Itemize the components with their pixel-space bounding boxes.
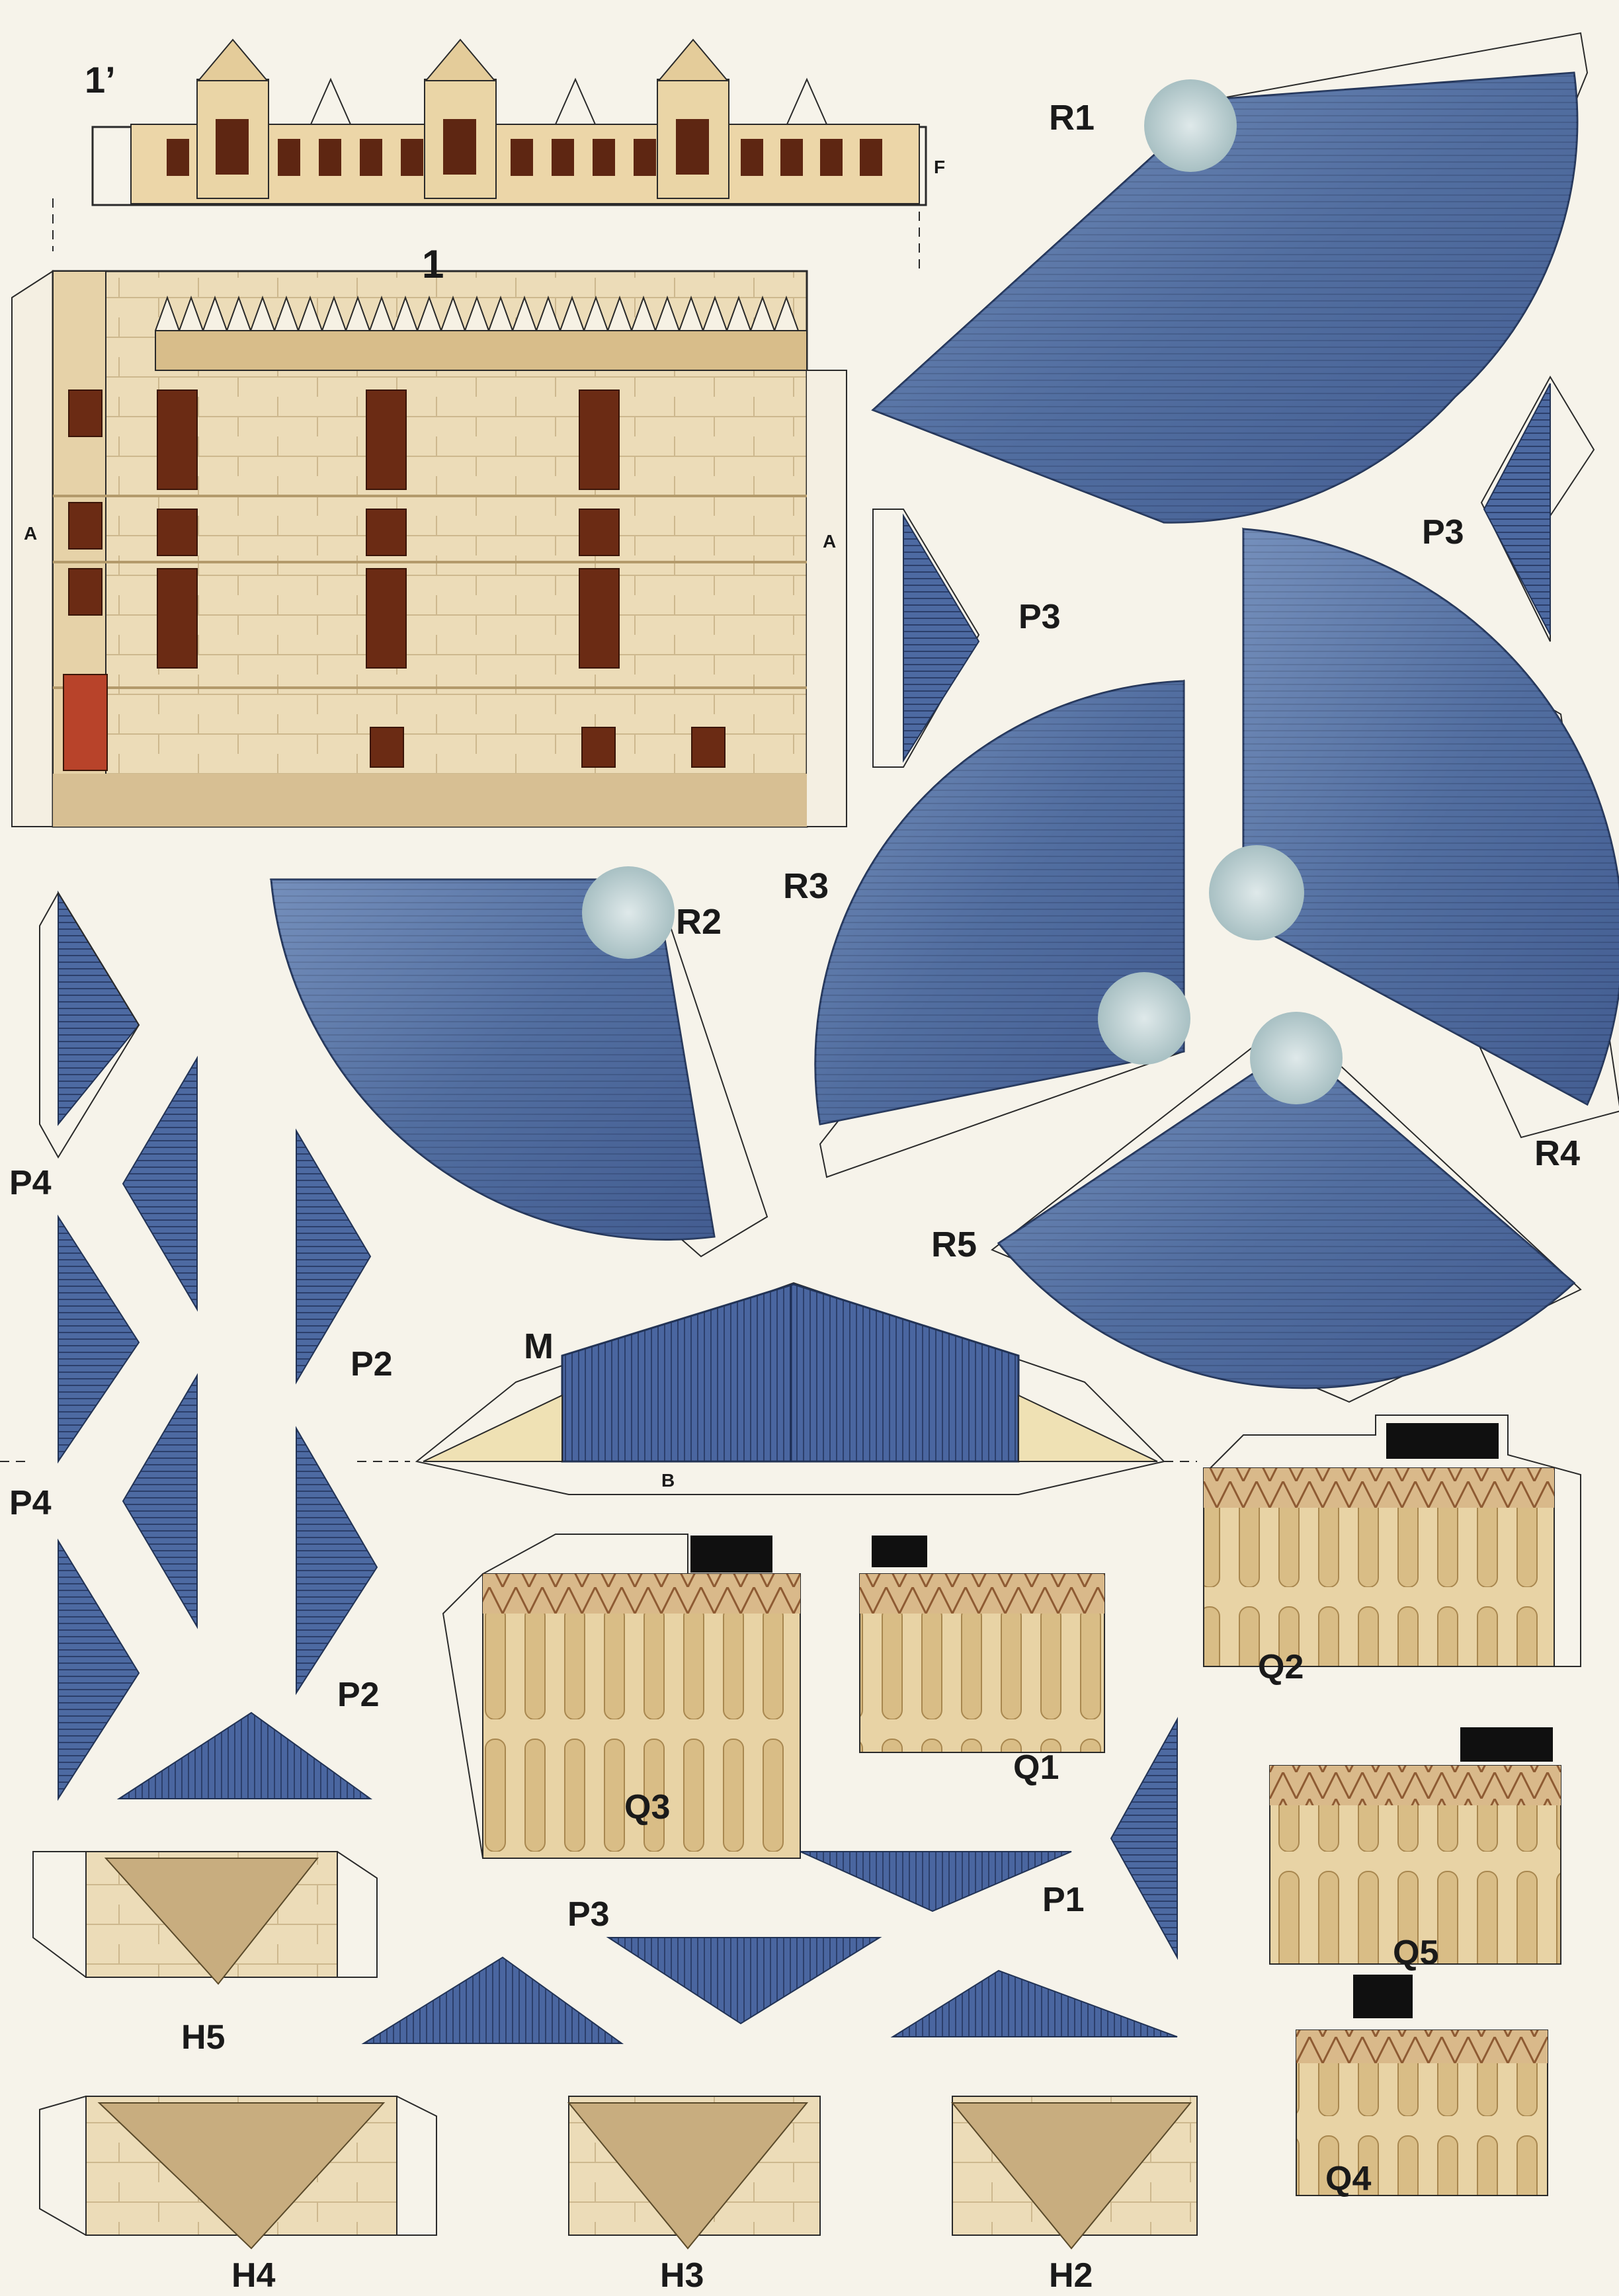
dormer-center — [424, 38, 497, 199]
q4-label: Q4 — [1325, 2160, 1371, 2198]
part-1-label: 1 — [422, 242, 444, 286]
q3-slot — [690, 1536, 772, 1573]
r2-label: R2 — [676, 902, 722, 942]
glue-mark-a-left: A — [24, 523, 37, 544]
h2-label: H2 — [1049, 2256, 1093, 2295]
wall-piece-q1[interactable]: Q1 — [859, 1536, 1105, 1787]
roof-piece-p2[interactable]: P2 P2 — [116, 1128, 393, 1799]
corbel-piece-h3[interactable]: H3 — [567, 2096, 821, 2295]
q5-label: Q5 — [1393, 1934, 1438, 1972]
p2-lower-label: P2 — [337, 1676, 380, 1714]
p2-upper-label: P2 — [351, 1345, 393, 1383]
corbel-piece-h5[interactable]: H5 — [32, 1851, 378, 2057]
roof-piece-p3-mid[interactable]: P3 — [872, 509, 1061, 768]
corbel-piece-h4[interactable]: H4 — [39, 2096, 437, 2295]
roof-piece-p1[interactable]: P1 — [800, 1717, 1178, 2037]
part-1-prime-strip[interactable]: 1’ F — [85, 38, 945, 206]
roof-piece-p3-right[interactable]: P3 — [1422, 375, 1595, 642]
roof-cone-r4[interactable]: R4 — [1209, 527, 1619, 1173]
dormer-right — [657, 38, 729, 199]
roof-piece-m[interactable]: M B — [415, 1282, 1165, 1495]
r5-label: R5 — [931, 1225, 977, 1264]
q1-slot — [872, 1536, 927, 1567]
wall-piece-q4[interactable]: Q4 — [1296, 1975, 1548, 2198]
wall-piece-q5[interactable]: Q5 — [1269, 1727, 1561, 1972]
p4-upper-label: P4 — [9, 1164, 52, 1202]
q2-label: Q2 — [1258, 1648, 1304, 1686]
q3-label: Q3 — [624, 1788, 670, 1826]
door — [63, 674, 108, 771]
glue-mark-b: B — [661, 1470, 675, 1491]
part-1-facade[interactable]: 1 A A — [11, 242, 847, 828]
r1-label: R1 — [1049, 98, 1095, 138]
q4-slot — [1353, 1975, 1413, 2018]
roof-cone-r5[interactable]: R5 — [931, 1012, 1582, 1403]
roof-piece-p3-bottom[interactable]: P3 — [361, 1895, 882, 2044]
wall-piece-q3[interactable]: Q3 — [442, 1534, 801, 1859]
h3-label: H3 — [660, 2256, 704, 2295]
part-1-prime-label: 1’ — [85, 59, 116, 101]
h4-label: H4 — [231, 2256, 276, 2295]
q1-label: Q1 — [1013, 1748, 1059, 1787]
wall-piece-q2[interactable]: Q2 — [1203, 1414, 1581, 1686]
q2-slot — [1386, 1423, 1499, 1459]
p4-lower-label: P4 — [9, 1484, 52, 1522]
p3-mid-label: P3 — [1018, 598, 1061, 636]
h5-label: H5 — [181, 2018, 225, 2057]
q5-slot — [1460, 1727, 1553, 1762]
roof-cone-r3[interactable]: R3 — [783, 679, 1190, 1178]
glue-mark-a-right: A — [823, 531, 836, 552]
dormer-left — [196, 38, 269, 199]
roof-cone-r2[interactable]: R2 — [269, 866, 768, 1258]
p1-label: P1 — [1042, 1881, 1085, 1919]
p3-right-label: P3 — [1422, 513, 1464, 552]
m-label: M — [524, 1327, 554, 1366]
roof-piece-p4-column[interactable]: P4 P4 — [9, 890, 198, 1801]
r3-label: R3 — [783, 866, 829, 906]
glue-mark-f: F — [934, 157, 945, 177]
roof-cone-r1[interactable]: R1 — [871, 32, 1589, 524]
p3-bottom-label: P3 — [567, 1895, 610, 1934]
fold-guides — [0, 198, 1197, 1462]
corbel-piece-h2[interactable]: H2 — [950, 2096, 1198, 2295]
r4-label: R4 — [1534, 1133, 1580, 1173]
